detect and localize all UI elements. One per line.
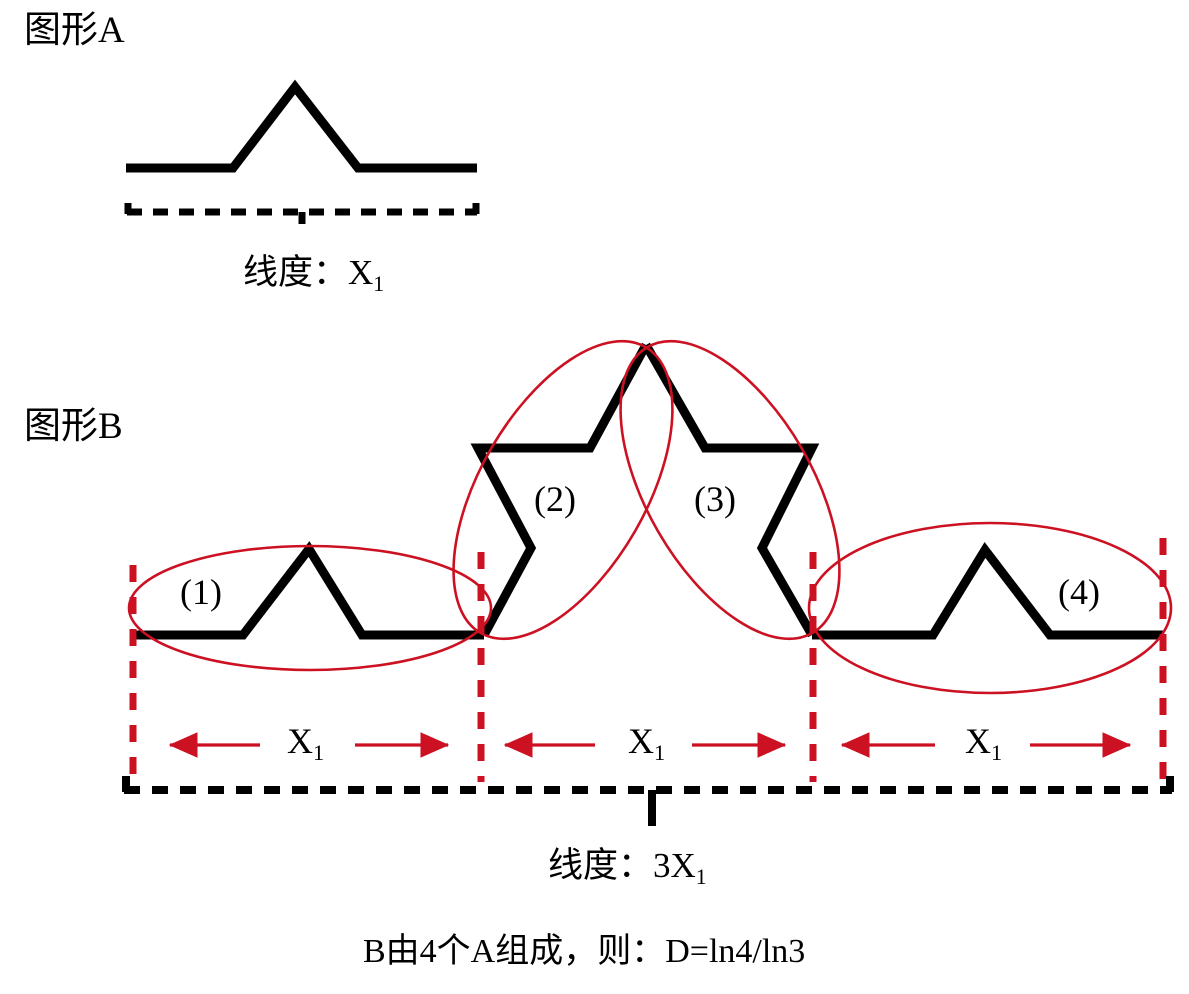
dimension-label-3: X1 (965, 721, 1002, 764)
figure-b-caption: 线度：3X1 (548, 846, 707, 888)
figure-b-segment-1 (133, 541, 484, 640)
section-dividers (129, 538, 1167, 782)
dimension-label-3-value: X (965, 721, 991, 761)
dimension-label-1-value: X (287, 721, 313, 761)
figure-b-shape (133, 342, 1163, 640)
group-label-1: (1) (180, 572, 222, 612)
figure-b-measure-bracket (122, 776, 1174, 826)
figure-a-caption-subscript: 1 (373, 271, 385, 296)
dimension-label-1: X1 (287, 721, 324, 764)
figure-b-title: 图形B (24, 406, 123, 447)
figure-b-caption-prefix: 线度： (548, 846, 654, 885)
group-label-2: (2) (534, 479, 576, 519)
figure-a-caption-prefix: 线度： (243, 253, 349, 292)
figure-b-segment-3 (642, 342, 820, 638)
figure-a-measure-bracket (124, 203, 480, 224)
grouping-ellipse-4 (807, 521, 1173, 695)
figure-a-title: 图形A (24, 10, 125, 51)
group-label-4: (4) (1058, 572, 1100, 612)
dimension-label-2: X1 (628, 721, 665, 764)
figure-b-caption-subscript: 1 (695, 864, 707, 889)
dimension-label-2-value: X (628, 721, 654, 761)
figure-b-segment-4 (812, 542, 1163, 640)
dimension-label-2-subscript: 1 (654, 740, 666, 766)
dimension-label-3-subscript: 1 (991, 740, 1003, 766)
figure-a-koch-generator (126, 79, 477, 173)
figure-a-shape (126, 79, 477, 173)
grouping-ellipse-1 (127, 544, 493, 672)
figure-b-caption-value: 3X (653, 846, 696, 885)
figure-a-caption: 线度：X1 (243, 253, 384, 295)
figure-a-caption-value: X (348, 253, 374, 292)
conclusion-formula: B由4个A组成，则：D=ln4/ln3 (363, 933, 806, 970)
group-label-3: (3) (694, 479, 736, 519)
figure-b-segment-2 (470, 342, 650, 638)
dimension-label-1-subscript: 1 (313, 740, 325, 766)
grouping-ellipses (127, 339, 1173, 695)
